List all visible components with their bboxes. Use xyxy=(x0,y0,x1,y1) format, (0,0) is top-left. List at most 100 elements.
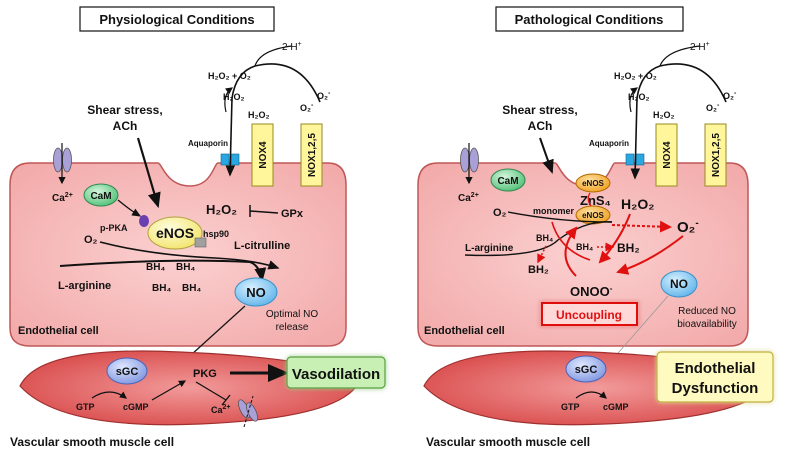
right-no-sgc-arrow xyxy=(611,295,669,361)
right-shear-label-2: ACh xyxy=(528,119,553,133)
right-panel: Pathological Conditions Ca2+ CaM Shear s… xyxy=(417,6,774,449)
right-vsmc-label: Vascular smooth muscle cell xyxy=(426,435,590,449)
right-h2o2-inside: H₂O₂ xyxy=(621,196,654,212)
left-gtp-label: GTP xyxy=(76,402,95,412)
left-aquaporin-label: Aquaporin xyxy=(188,139,228,148)
left-cgmp-pkg-arrow xyxy=(151,380,187,401)
left-nox125-label: NOX1,2,5 xyxy=(307,133,318,177)
left-bh4-2: BH₄ xyxy=(176,262,195,273)
left-ca-label: Ca xyxy=(52,193,65,204)
right-enos-top xyxy=(575,173,611,193)
right-larginine-label: L-arginine xyxy=(465,243,514,254)
right-title: Pathological Conditions xyxy=(515,12,664,27)
svg-text:O₂-: O₂- xyxy=(723,90,737,101)
left-bh4-3: BH₄ xyxy=(152,283,171,294)
right-arginine-arrow xyxy=(464,221,613,257)
right-bh2-1: BH₂ xyxy=(528,264,549,276)
right-shear-arrow xyxy=(539,137,554,174)
left-sgc-label: sGC xyxy=(116,366,139,378)
right-no-label: NO xyxy=(670,277,688,291)
right-no-node xyxy=(660,270,698,298)
right-cam-node xyxy=(490,168,526,192)
right-cam-label: CaM xyxy=(497,176,518,187)
right-gtp-arrow xyxy=(575,391,607,399)
right-onoo-label: ONOO xyxy=(570,284,610,299)
right-onoo-enos-arrow xyxy=(564,226,578,277)
left-no-node xyxy=(234,277,278,307)
right-nox4-label: NOX4 xyxy=(662,141,673,169)
vasodilation-box xyxy=(286,356,386,389)
left-gpx-label: GPx xyxy=(281,208,304,220)
svg-text:ONOO-: ONOO- xyxy=(570,284,613,299)
left-o2m-a: O₂ xyxy=(300,103,311,113)
left-2h-sup: + xyxy=(298,41,302,48)
left-aquaporin-2 xyxy=(230,153,240,166)
uncoupling-box xyxy=(541,302,638,326)
left-h2o2-o2-label: H₂O₂ + O₂ xyxy=(208,71,251,81)
left-gtp-arrow xyxy=(91,391,127,399)
svg-text:Ca2+: Ca2+ xyxy=(458,192,479,204)
left-nox125-box xyxy=(300,123,323,187)
right-bh2-2: BH₂ xyxy=(617,241,640,255)
left-calcium-channel xyxy=(53,143,72,185)
left-larginine-label: L-arginine xyxy=(58,280,111,292)
right-h2o2-a: H₂O₂ xyxy=(628,92,650,102)
left-endothelial-label: Endothelial cell xyxy=(18,325,99,337)
right-o2-onoo-arrow xyxy=(616,235,684,275)
right-enos-top-label: eNOS xyxy=(582,179,604,188)
left-smc-ca: Ca xyxy=(211,405,223,415)
left-enos-label: eNOS xyxy=(156,225,194,241)
right-sgc-node xyxy=(565,355,607,383)
left-title: Physiological Conditions xyxy=(99,12,254,27)
left-citrulline-arrow xyxy=(99,241,280,270)
right-nox125-label: NOX1,2,5 xyxy=(711,133,722,177)
left-o2-label: O₂ xyxy=(84,234,98,246)
svg-text:O₂-: O₂- xyxy=(300,102,314,113)
left-optimal-label-1: Optimal NO xyxy=(266,309,318,320)
left-no-label: NO xyxy=(246,285,266,300)
right-cgmp-label: cGMP xyxy=(603,402,629,412)
left-o2m-b: O₂ xyxy=(317,91,328,101)
dysfunction-label-2: Dysfunction xyxy=(672,380,759,397)
right-h2o2-o2-label: H₂O₂ + O₂ xyxy=(614,71,657,81)
right-ca-sup: 2+ xyxy=(471,192,479,199)
right-zns4-label: ZnS₄ xyxy=(580,193,611,208)
right-nox125-box xyxy=(704,123,727,187)
right-2h-label: 2 H xyxy=(690,42,706,53)
left-nox4-box xyxy=(251,123,274,187)
svg-text:O₂-: O₂- xyxy=(317,90,331,101)
left-2h-label: 2 H xyxy=(282,42,298,53)
right-sgc-label: sGC xyxy=(575,364,598,376)
right-enos-bottom-label: eNOS xyxy=(582,211,604,220)
right-bh4-1: BH₄ xyxy=(536,233,553,243)
right-aquaporin-2 xyxy=(635,153,645,166)
right-aquaporin-1 xyxy=(625,153,635,166)
left-gpx-inhibit xyxy=(249,210,279,214)
left-cgmp-label: cGMP xyxy=(123,402,149,412)
left-arginine-arrow xyxy=(59,259,251,267)
left-cam-arrow xyxy=(117,199,142,217)
right-o2m-a: O₂ xyxy=(706,103,717,113)
left-h2o2-a: H₂O₂ xyxy=(223,92,245,102)
left-h2o2-inside: H₂O₂ xyxy=(206,202,237,217)
dysfunction-label-1: Endothelial xyxy=(675,360,756,377)
left-bh4-1: BH₄ xyxy=(146,262,165,273)
svg-text:Ca2+: Ca2+ xyxy=(211,404,231,415)
left-ppka-label: p-PKA xyxy=(100,223,128,233)
right-o2-label: O₂ xyxy=(493,207,507,219)
left-panel: Physiological Conditions Ca2+ CaM Shear … xyxy=(9,6,386,449)
right-reduced-label-2: bioavailability xyxy=(677,319,736,330)
left-hsp90-label: hsp90 xyxy=(203,229,229,239)
right-o2-super: O₂ xyxy=(677,219,695,236)
left-bh4-4: BH₄ xyxy=(182,283,201,294)
right-aquaporin-label: Aquaporin xyxy=(589,139,629,148)
right-calcium-channel xyxy=(460,143,479,185)
right-2h-sup: + xyxy=(706,41,710,48)
left-title-box xyxy=(79,6,275,32)
svg-text:O₂-: O₂- xyxy=(706,102,720,113)
right-endothelial-label: Endothelial cell xyxy=(424,325,505,337)
left-pkg-ca-inhibit xyxy=(195,381,227,401)
left-nox4-label: NOX4 xyxy=(258,141,269,169)
svg-text:O₂-: O₂- xyxy=(677,218,699,236)
right-title-box xyxy=(495,6,684,32)
